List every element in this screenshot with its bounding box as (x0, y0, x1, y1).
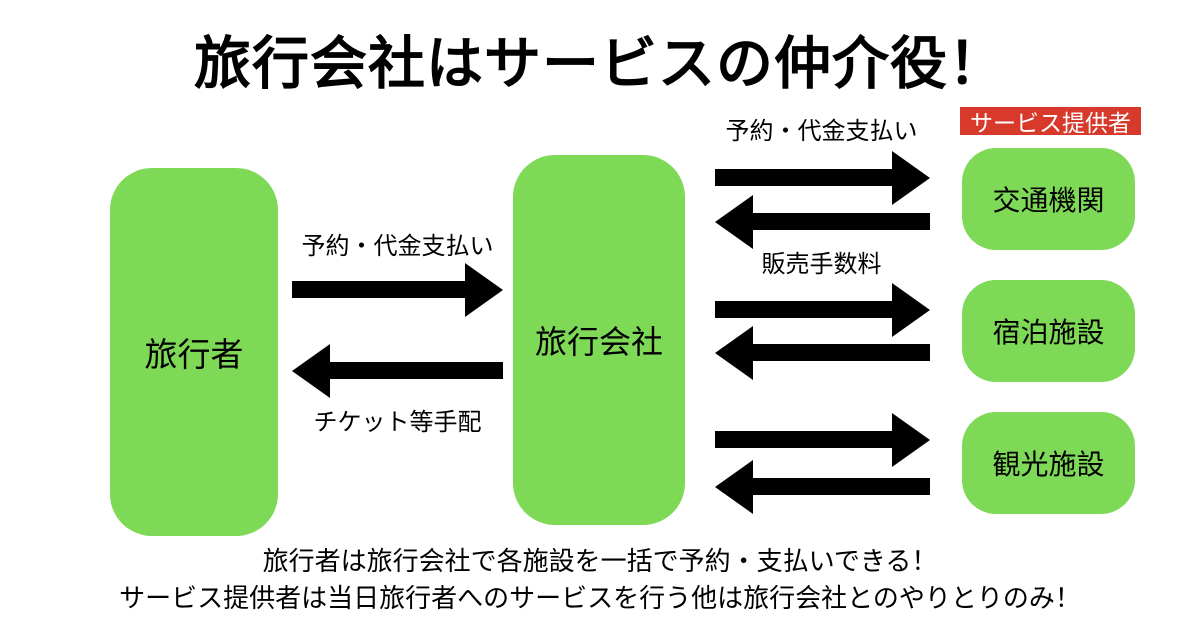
arrow-shaft (749, 213, 930, 230)
arrow-agency-to-lodging-icon (715, 283, 930, 337)
label-traveler-booking-payment: 予約・代金支払い (301, 233, 494, 260)
arrow-shaft (292, 281, 469, 298)
page-title: 旅行会社はサービスの仲介役！ (194, 32, 1006, 96)
arrow-transport-to-agency-icon (715, 195, 930, 249)
arrow-shaft (715, 431, 896, 448)
provider-sightseeing-label: 観光施設 (992, 449, 1105, 480)
service-provider-header: サービス提供者 (960, 107, 1141, 136)
arrow-shaft (715, 301, 896, 318)
arrow-agency-to-traveler-icon (292, 344, 503, 398)
arrow-sightseeing-to-agency-icon (715, 460, 930, 514)
travel-agency-label: 旅行会社 (534, 324, 663, 360)
provider-lodging-label: 宿泊施設 (992, 317, 1105, 348)
arrow-shaft (715, 169, 896, 186)
arrow-agency-to-sightseeing-icon (715, 413, 930, 467)
arrow-agency-to-transport-icon (715, 151, 930, 205)
arrow-shaft (749, 478, 930, 495)
arrow-head (465, 263, 503, 317)
travel-agency-box: 旅行会社 (513, 155, 685, 525)
traveler-label: 旅行者 (144, 336, 244, 373)
footer-note-line1: 旅行者は旅行会社で各施設を一括で予約・支払いできる！ (262, 546, 938, 576)
arrow-lodging-to-agency-icon (715, 326, 930, 380)
provider-box-sightseeing: 観光施設 (962, 412, 1135, 514)
footer-note-line2: サービス提供者は当日旅行者へのサービスを行う他は旅行会社とのやりとりのみ！ (119, 583, 1081, 613)
provider-transport-label: 交通機関 (992, 185, 1105, 216)
label-sales-commission: 販売手数料 (761, 251, 882, 278)
traveler-box: 旅行者 (110, 168, 278, 536)
arrow-shaft (749, 344, 930, 361)
arrow-head (292, 344, 330, 398)
provider-box-lodging: 宿泊施設 (962, 280, 1135, 382)
arrow-head (892, 413, 930, 467)
arrow-head (892, 151, 930, 205)
arrow-shaft (326, 362, 503, 379)
provider-box-transport: 交通機関 (962, 148, 1135, 250)
arrow-head (715, 195, 753, 249)
arrow-head (892, 283, 930, 337)
service-provider-header-label: サービス提供者 (970, 110, 1131, 136)
arrow-head (715, 326, 753, 380)
label-agency-booking-payment: 予約・代金支払い (725, 118, 918, 145)
label-ticket-arrangement: チケット等手配 (313, 409, 482, 436)
arrow-head (715, 460, 753, 514)
arrow-traveler-to-agency-icon (292, 263, 503, 317)
footer-notes: 旅行者は旅行会社で各施設を一括で予約・支払いできる！ サービス提供者は当日旅行者… (0, 543, 1200, 617)
